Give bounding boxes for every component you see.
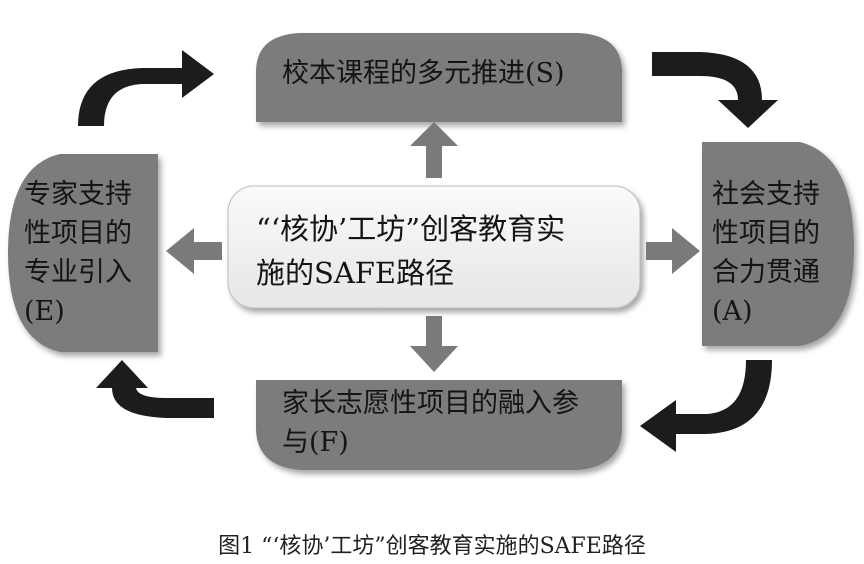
top-box xyxy=(256,33,622,122)
center-box xyxy=(227,185,641,309)
right-box-label-line1: 社会支持 xyxy=(712,179,820,210)
right-box xyxy=(702,142,854,346)
left-box-label-line1: 专家支持 xyxy=(24,179,132,210)
connector-arrow-left xyxy=(166,228,222,274)
top-box-label: 校本课程的多元推进(S) xyxy=(282,58,565,89)
connector-arrow-up xyxy=(410,122,458,178)
bottom-box-label: 家长志愿性项目的融入参 与(F) xyxy=(282,384,622,462)
bottom-box xyxy=(256,380,622,470)
center-label-line2: 施的SAFE路径 xyxy=(256,255,455,290)
bottom-box-label-line2: 与(F) xyxy=(282,427,349,459)
figure-caption: 图1 “‘核协’工坊”创客教育实施的SAFE路径 xyxy=(218,534,646,559)
cycle-arrow-bottom-left xyxy=(96,360,214,418)
cycle-arrow-bottom-right xyxy=(640,360,772,452)
right-box-label-line3: 合力贯通 xyxy=(712,257,820,289)
right-box-label-line2: 性项目的 xyxy=(712,218,820,250)
left-box-label-line3: 专业引入 xyxy=(24,257,132,289)
center-label: “‘核协’工坊”创客教育实 施的SAFE路径 xyxy=(256,208,616,295)
right-box-label-line4: (A) xyxy=(712,296,753,328)
right-box-label: 社会支持 性项目的 合力贯通 (A) xyxy=(712,175,852,332)
center-label-line1: “‘核协’工坊”创客教育实 xyxy=(256,212,566,246)
left-box-label-line2: 性项目的 xyxy=(24,218,132,250)
left-box-label-line4: (E) xyxy=(24,296,65,328)
bottom-box-label-line1: 家长志愿性项目的融入参 xyxy=(282,388,579,419)
cycle-arrow-top-right xyxy=(652,52,778,128)
left-box-label: 专家支持 性项目的 专业引入 (E) xyxy=(24,175,164,332)
connector-arrow-right xyxy=(646,228,700,274)
connector-arrow-down xyxy=(410,316,458,372)
left-box xyxy=(8,154,158,352)
cycle-arrow-top-left xyxy=(78,50,214,126)
